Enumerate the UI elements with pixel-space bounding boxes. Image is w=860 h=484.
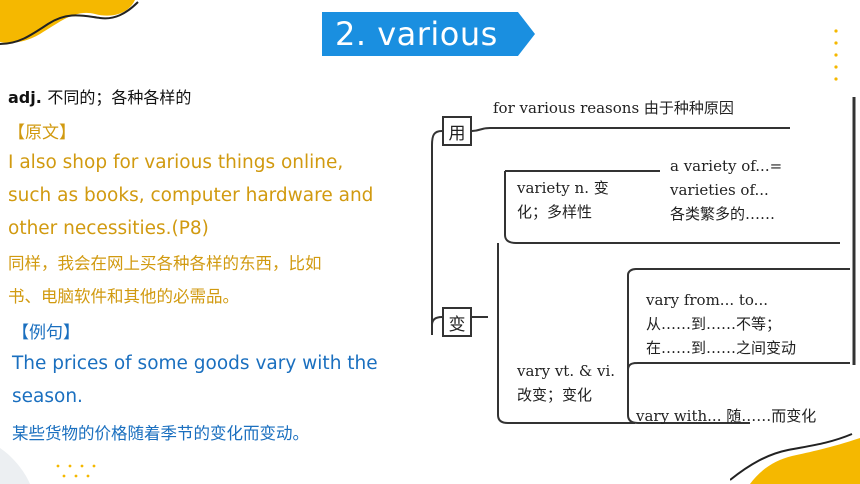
example-header: 【例句】 [12,323,80,343]
part-of-speech: adj. [8,88,42,107]
a-variety-line-3: 各类繁多的…… [670,205,776,223]
vary-from-line-3: 在……到……之间变动 [646,339,797,357]
slide-title: 2. various [335,15,498,53]
use-label-box: 用 [442,116,472,146]
variety-line-2: 化；多样性 [517,203,593,221]
bottom-right-decoration [730,433,860,484]
example-translation: 某些货物的价格随着季节的变化而变动。 [12,424,309,443]
use-phrase: for various reasons 由于种种原因 [493,99,734,117]
original-header: 【原文】 [8,123,76,143]
original-line-2: such as books, computer hardware and [8,185,374,206]
title-banner [322,12,535,56]
vary-line-1: vary vt. & vi. [517,362,616,380]
original-line-3: other necessities.(P8) [8,218,209,239]
word-meaning: 不同的；各种各样的 [47,88,192,107]
diagram-lines [431,97,856,424]
a-variety-line-1: a variety of...= [670,157,783,175]
bottom-left-decoration [0,448,96,484]
vary-from-line-1: vary from... to... [646,291,768,309]
top-left-decoration [0,0,139,45]
a-variety-line-2: varieties of... [670,181,769,199]
translation-line-1: 同样，我会在网上买各种各样的东西，比如 [8,254,322,273]
change-label-box: 变 [442,307,472,337]
original-line-1: I also shop for various things online, [8,152,344,173]
vary-with-phrase: vary with... 随……而变化 [636,407,817,425]
vary-from-line-2: 从……到……不等； [646,315,782,333]
translation-line-2: 书、电脑软件和其他的必需品。 [8,287,239,306]
example-line-1: The prices of some goods vary with the [12,353,378,374]
example-line-2: season. [12,386,83,407]
variety-line-1: variety n. 变 [517,179,609,197]
top-right-dots [834,29,838,81]
part-of-speech-line: adj. 不同的；各种各样的 [8,84,191,108]
vary-line-2: 改变；变化 [517,386,593,404]
word-usage-diagram: 用 变 for various reasons 由于种种原因 variety n… [410,85,860,430]
